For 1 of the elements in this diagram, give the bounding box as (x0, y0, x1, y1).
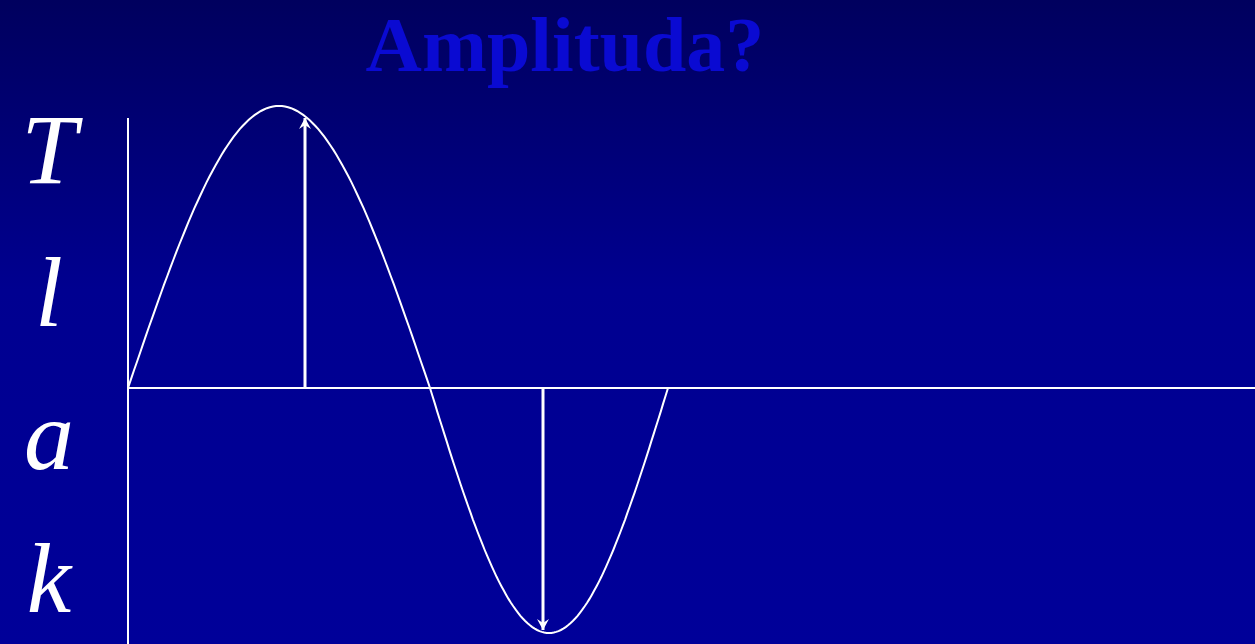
title: Amplituda? (364, 0, 766, 90)
